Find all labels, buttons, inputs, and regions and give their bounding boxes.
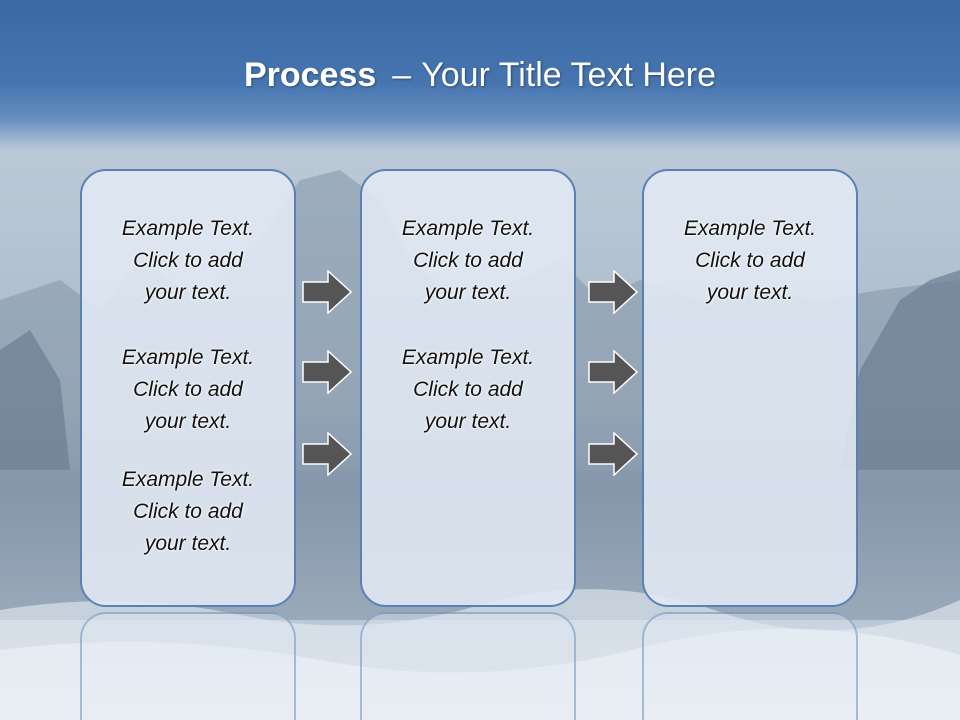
- box-reflection-3: [642, 612, 858, 720]
- title-text: Your Title Text Here: [421, 56, 717, 94]
- arrow-right-icon: [302, 270, 352, 314]
- text-line: Example Text.: [401, 217, 535, 240]
- text-line: Click to add: [133, 249, 243, 272]
- title-bold: Process: [243, 56, 377, 94]
- text-placeholder[interactable]: Example Text. Click to add your text.: [362, 213, 574, 309]
- box-reflection-1: [80, 612, 296, 720]
- title-band: [0, 0, 960, 150]
- arrow-right-icon: [588, 350, 638, 394]
- text-line: Click to add: [133, 500, 243, 523]
- text-line: Click to add: [413, 378, 523, 401]
- title-separator: –: [392, 56, 412, 94]
- text-placeholder[interactable]: Example Text. Click to add your text.: [82, 342, 294, 438]
- text-placeholder[interactable]: Example Text. Click to add your text.: [82, 464, 294, 560]
- text-line: Click to add: [695, 249, 805, 272]
- arrow-right-icon: [302, 350, 352, 394]
- text-line: your text.: [144, 532, 232, 555]
- text-line: your text.: [706, 281, 794, 304]
- text-placeholder[interactable]: Example Text. Click to add your text.: [362, 342, 574, 438]
- process-box-3[interactable]: Example Text. Click to add your text.: [642, 169, 858, 607]
- text-line: Click to add: [133, 378, 243, 401]
- text-line: your text.: [144, 410, 232, 433]
- text-line: Example Text.: [683, 217, 817, 240]
- arrow-right-icon: [588, 270, 638, 314]
- text-line: Example Text.: [121, 346, 255, 369]
- process-box-2[interactable]: Example Text. Click to add your text. Ex…: [360, 169, 576, 607]
- slide-title[interactable]: Process–Your Title Text Here: [0, 50, 960, 100]
- text-placeholder[interactable]: Example Text. Click to add your text.: [644, 213, 856, 309]
- arrow-right-icon: [302, 432, 352, 476]
- text-line: Example Text.: [121, 468, 255, 491]
- arrow-right-icon: [588, 432, 638, 476]
- text-line: Click to add: [413, 249, 523, 272]
- text-line: your text.: [144, 281, 232, 304]
- text-line: your text.: [424, 410, 512, 433]
- text-line: Example Text.: [121, 217, 255, 240]
- text-line: your text.: [424, 281, 512, 304]
- text-line: Example Text.: [401, 346, 535, 369]
- process-box-1[interactable]: Example Text. Click to add your text. Ex…: [80, 169, 296, 607]
- box-reflection-2: [360, 612, 576, 720]
- text-placeholder[interactable]: Example Text. Click to add your text.: [82, 213, 294, 309]
